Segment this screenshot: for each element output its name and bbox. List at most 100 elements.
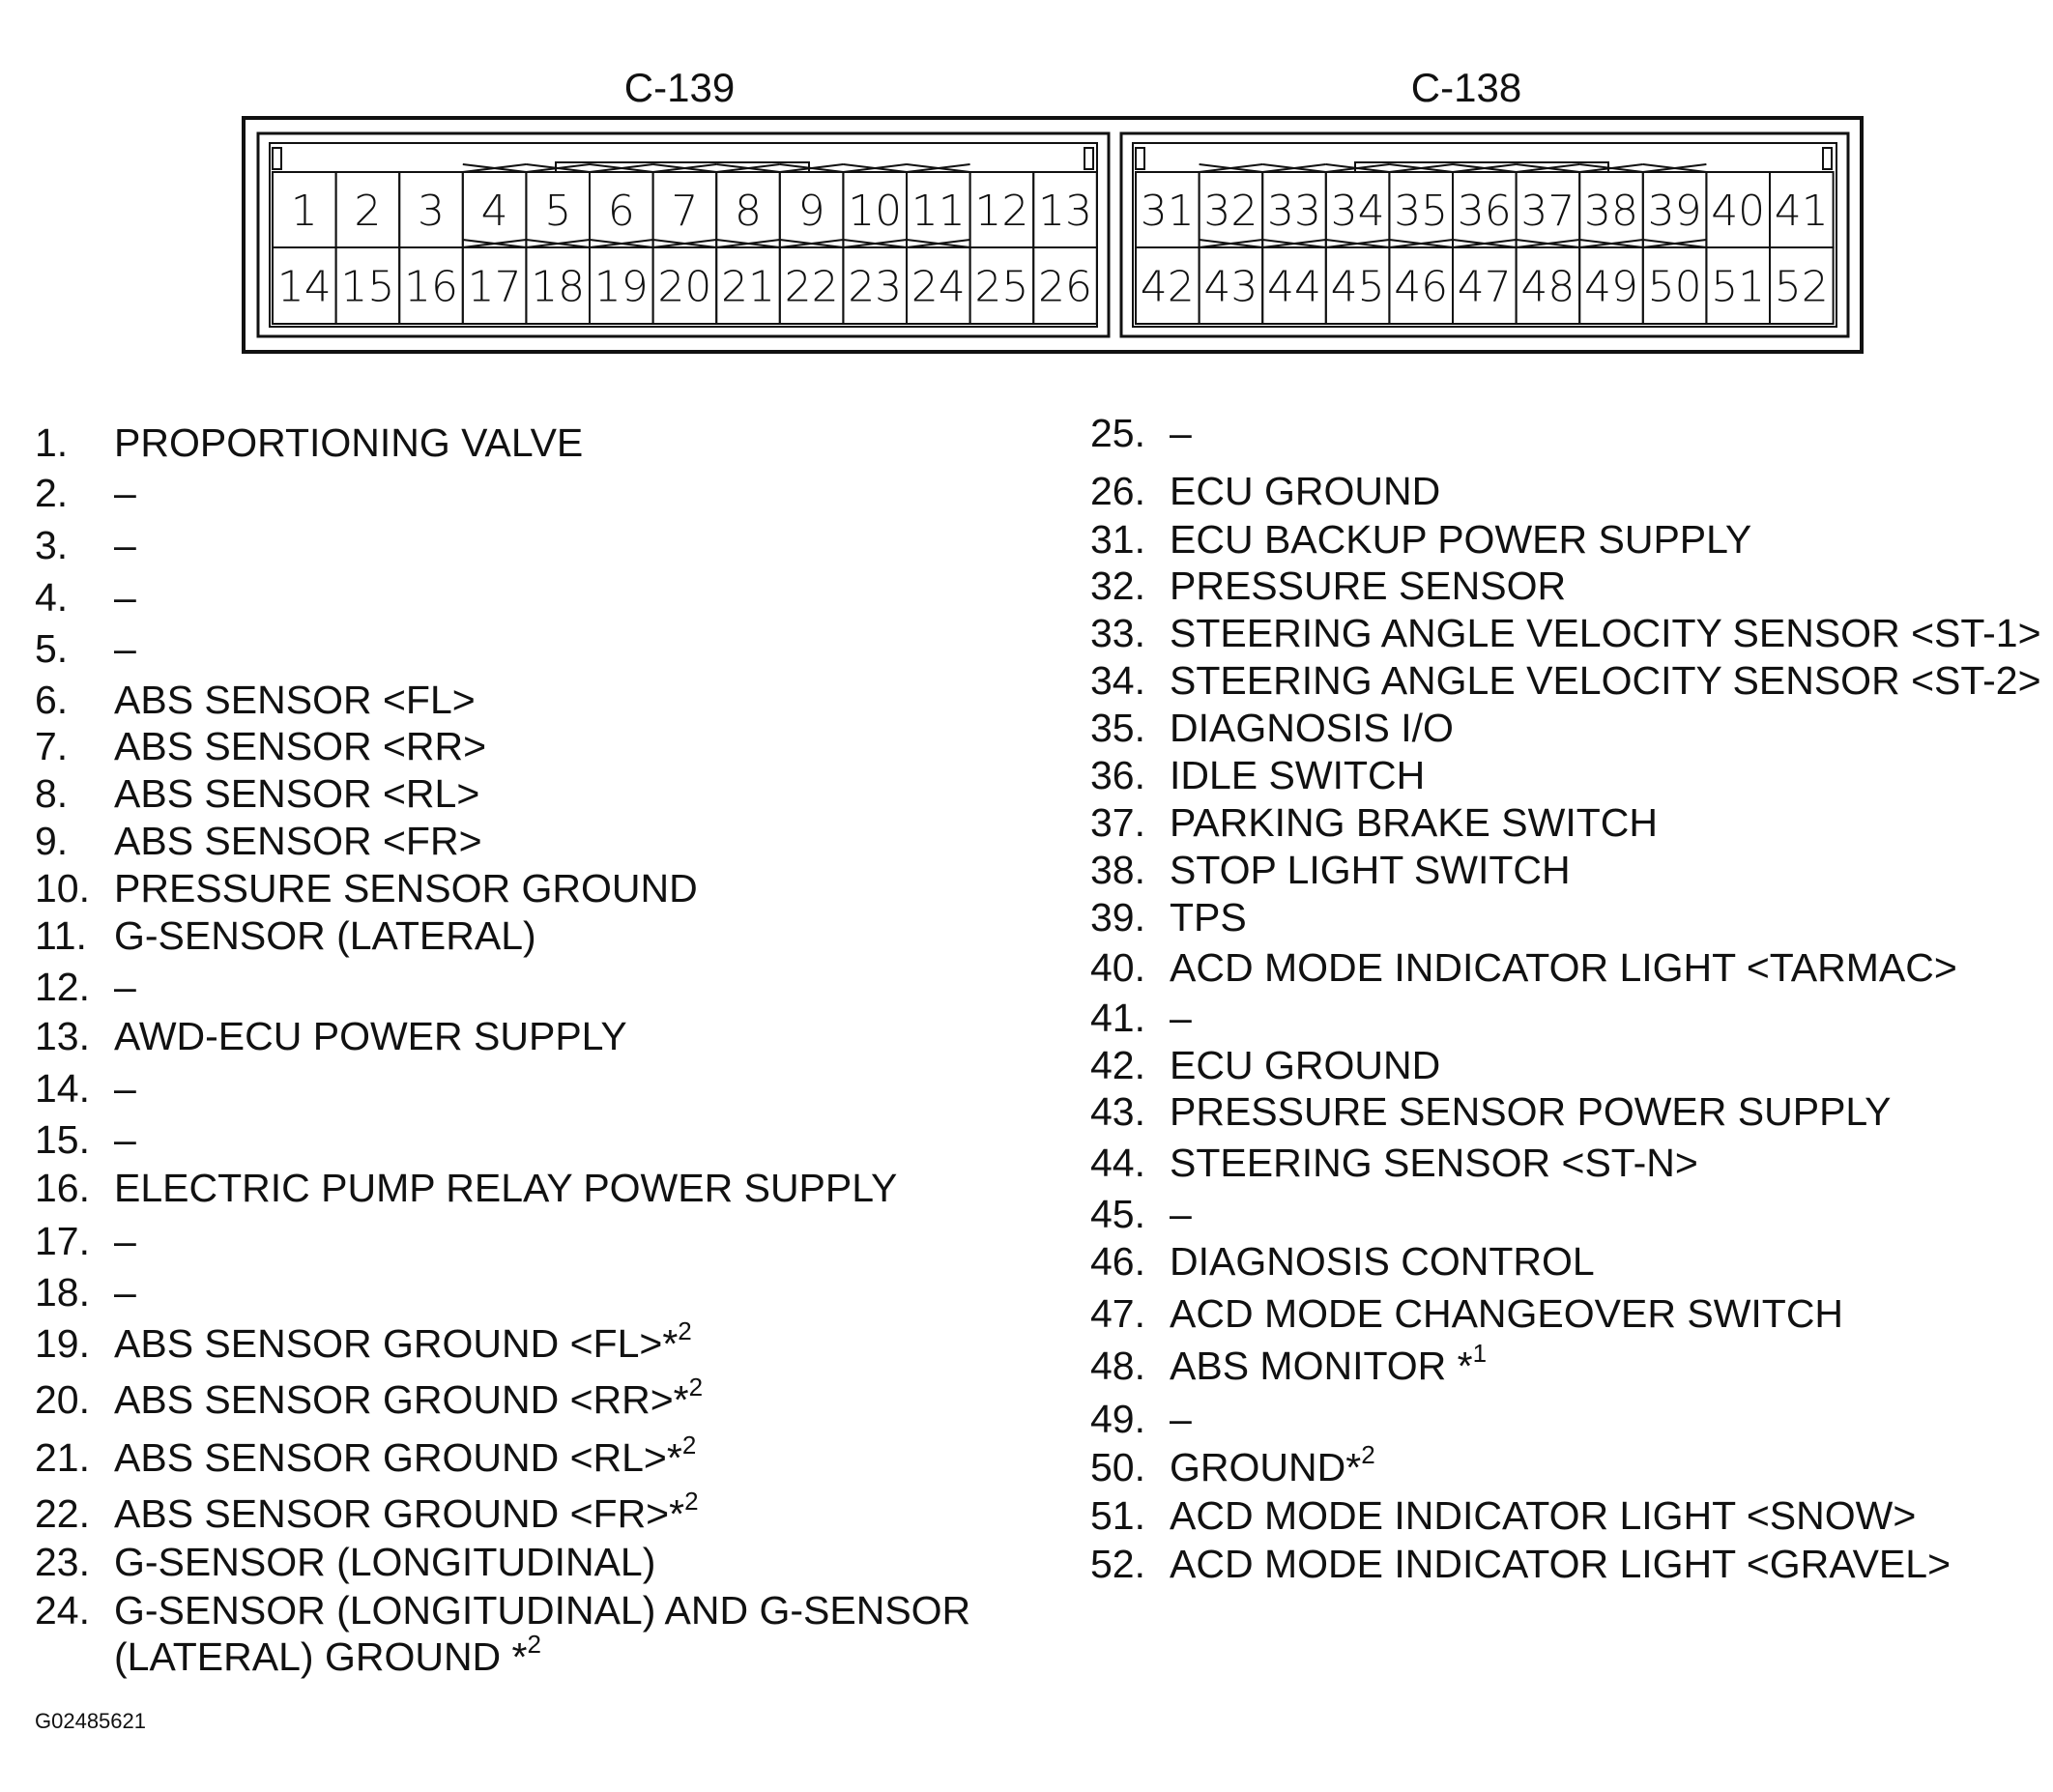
cavity-marker [1325, 163, 1390, 173]
pin-description-text: DIAGNOSIS I/O [1170, 706, 1454, 750]
pin-number: 52 [1775, 263, 1829, 312]
pin-number: 39 [1648, 187, 1702, 236]
pin-number: 25 [974, 263, 1028, 312]
pin-23: 23 [842, 239, 909, 325]
pin-number: 26 [1038, 263, 1092, 312]
pin-6: 6 [589, 163, 654, 248]
pin-description-label: – [114, 1066, 136, 1112]
pin-description-text: PRESSURE SENSOR [1170, 564, 1567, 608]
pin-description-label: ABS SENSOR <FR> [114, 819, 482, 864]
pin-description-number: 4. [35, 575, 69, 620]
cavity-marker [589, 163, 653, 173]
pin-22: 22 [778, 239, 845, 325]
pin-number: 49 [1584, 263, 1638, 312]
pin-number: 50 [1648, 263, 1702, 312]
pin-number: 40 [1711, 187, 1765, 236]
pin-description-label: – [114, 1270, 136, 1315]
cavity-marker [462, 239, 527, 248]
cavity-marker [1579, 239, 1643, 248]
pin-number: 18 [531, 263, 585, 312]
cavity-marker [716, 163, 780, 173]
pin-description-text: G-SENSOR (LONGITUDINAL) AND G-SENSOR [114, 1588, 971, 1633]
pin-2: 2 [334, 171, 401, 248]
pin-number: 36 [1458, 187, 1512, 236]
pin-description-text: PROPORTIONING VALVE [114, 420, 584, 465]
pin-49: 49 [1578, 239, 1644, 325]
pin-10: 10 [842, 163, 909, 248]
pin-51: 51 [1705, 246, 1772, 325]
pin-5: 5 [525, 163, 592, 248]
pin-description-text: ACD MODE CHANGEOVER SWITCH [1170, 1291, 1844, 1336]
pin-description-number: 42. [1090, 1043, 1145, 1087]
pin-26: 26 [1032, 246, 1098, 325]
pin-37: 37 [1515, 163, 1581, 248]
pin-description-label: STEERING SENSOR <ST-N> [1170, 1141, 1698, 1186]
pin-description-number: 34. [1090, 658, 1145, 703]
connector-label-c138: C-138 [1411, 65, 1521, 110]
pin-description-label: – [114, 523, 136, 568]
figure-id: G02485621 [35, 1709, 146, 1733]
cavity-marker [779, 239, 844, 248]
pin-description-label: – [1170, 1192, 1192, 1237]
pin-description-text: DIAGNOSIS CONTROL [1170, 1239, 1595, 1284]
pin-description-text: ECU GROUND [1170, 1043, 1441, 1087]
cavity-marker [589, 239, 653, 248]
pin-number: 31 [1141, 187, 1195, 236]
cavity-marker [652, 239, 717, 248]
pin-description-number: 23. [35, 1540, 90, 1584]
pin-description-number: 51. [1090, 1493, 1145, 1538]
pin-description-text: STEERING SENSOR <ST-N> [1170, 1141, 1698, 1185]
cavity-marker [1325, 239, 1390, 248]
pin-description-number: 21. [35, 1435, 90, 1480]
cavity-marker [1262, 239, 1326, 248]
cavity-marker [843, 163, 908, 173]
pin-32: 32 [1198, 163, 1264, 248]
pin-number: 43 [1203, 263, 1258, 312]
pin-description-number: 8. [35, 771, 69, 816]
pin-description-text: ABS MONITOR * [1170, 1344, 1473, 1388]
pin-42: 42 [1135, 246, 1200, 325]
pin-description-number: 24. [35, 1588, 90, 1633]
cavity-marker [716, 239, 780, 248]
pin-number: 1 [291, 187, 318, 236]
pin-description-text: ABS SENSOR GROUND <RR>* [114, 1377, 689, 1422]
pin-description-number: 5. [35, 626, 69, 671]
pin-description-number: 49. [1090, 1397, 1145, 1441]
pin-description-text: ABS SENSOR <FR> [114, 819, 482, 863]
pin-12: 12 [969, 171, 1035, 248]
pin-description-label: GROUND*2 [1170, 1440, 1375, 1490]
pin-number: 16 [404, 263, 458, 312]
pin-description-text: – [114, 1066, 136, 1111]
pin-description-label: – [114, 965, 136, 1010]
pin-number: 47 [1458, 263, 1512, 312]
pin-description-text: – [114, 523, 136, 567]
pin-number: 6 [608, 187, 635, 236]
cavity-marker [843, 239, 908, 248]
cavity-marker [906, 163, 970, 173]
pin-9: 9 [778, 163, 845, 248]
footnote-marker: 2 [684, 1487, 699, 1516]
pin-description-label: IDLE SWITCH [1170, 753, 1425, 798]
pin-number: 51 [1711, 263, 1765, 312]
cavity-marker [1262, 163, 1326, 173]
pin-number: 35 [1394, 187, 1448, 236]
cavity-marker [526, 163, 591, 173]
pin-description-number: 20. [35, 1377, 90, 1422]
pin-40: 40 [1705, 171, 1772, 248]
cavity-marker [1642, 239, 1707, 248]
pin-description-label: TPS [1170, 895, 1247, 940]
pin-description-number: 3. [35, 523, 69, 567]
pin-description-number: 7. [35, 724, 69, 768]
cavity-marker [1452, 163, 1517, 173]
pin-description-text: – [114, 575, 136, 620]
pin-4: 4 [461, 163, 528, 248]
pin-description-label: AWD-ECU POWER SUPPLY [114, 1014, 627, 1059]
pin-number: 42 [1141, 263, 1195, 312]
pin-description-label: ABS SENSOR GROUND <FL>*2 [114, 1316, 692, 1367]
pin-description-text: ABS SENSOR GROUND <RL>* [114, 1435, 682, 1480]
cavity-marker [1579, 163, 1643, 173]
pin-description-number: 14. [35, 1066, 90, 1111]
pin-description-number: 10. [35, 866, 90, 910]
pin-description-label: ABS MONITOR *1 [1170, 1339, 1487, 1389]
